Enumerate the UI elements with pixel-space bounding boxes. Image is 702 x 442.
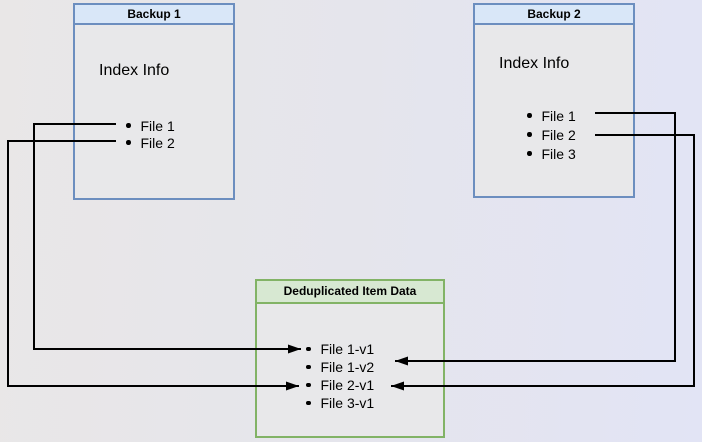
node-title: Deduplicated Item Data	[283, 284, 417, 298]
node-backup-1-header: Backup 1	[75, 5, 233, 25]
bullet-icon	[306, 346, 311, 352]
list-item: File 1	[527, 106, 576, 125]
node-dedup-header: Deduplicated Item Data	[257, 281, 443, 304]
list-item: File 3	[527, 144, 576, 163]
bullet-icon	[527, 151, 532, 156]
list-item: File 1-v1	[306, 340, 374, 358]
file-list-backup-2: File 1 File 2 File 3	[527, 106, 576, 163]
file-item-label: File 2	[140, 134, 175, 151]
bullet-icon	[527, 132, 532, 137]
bullet-icon	[126, 123, 131, 128]
bullet-icon	[126, 140, 131, 145]
list-item: File 2-v1	[306, 376, 374, 394]
list-item: File 1	[126, 117, 175, 134]
node-backup-2-header: Backup 2	[475, 5, 633, 25]
bullet-icon	[527, 113, 532, 118]
node-backup-1: Backup 1	[73, 3, 235, 200]
list-item: File 2	[126, 134, 175, 151]
node-title: Backup 2	[527, 7, 581, 21]
list-item: File 1-v2	[306, 358, 374, 376]
node-title: Backup 1	[127, 7, 181, 21]
file-item-label: File 2	[541, 126, 576, 143]
list-item: File 3-v1	[306, 394, 374, 412]
bullet-icon	[306, 364, 311, 370]
bullet-icon	[306, 382, 311, 388]
file-item-label: File 1-v1	[320, 341, 375, 357]
file-item-label: File 1-v2	[320, 359, 375, 375]
index-info-label-backup-2: Index Info	[499, 55, 570, 72]
file-item-label: File 3-v1	[320, 395, 375, 411]
file-item-label: File 1	[541, 107, 576, 124]
index-info-label-backup-1: Index Info	[99, 62, 170, 79]
file-item-label: File 3	[541, 145, 576, 162]
file-item-label: File 2-v1	[320, 377, 375, 393]
bullet-icon	[306, 400, 311, 406]
list-item: File 2	[527, 125, 576, 144]
file-item-label: File 1	[140, 117, 175, 134]
node-backup-2: Backup 2	[473, 3, 635, 198]
